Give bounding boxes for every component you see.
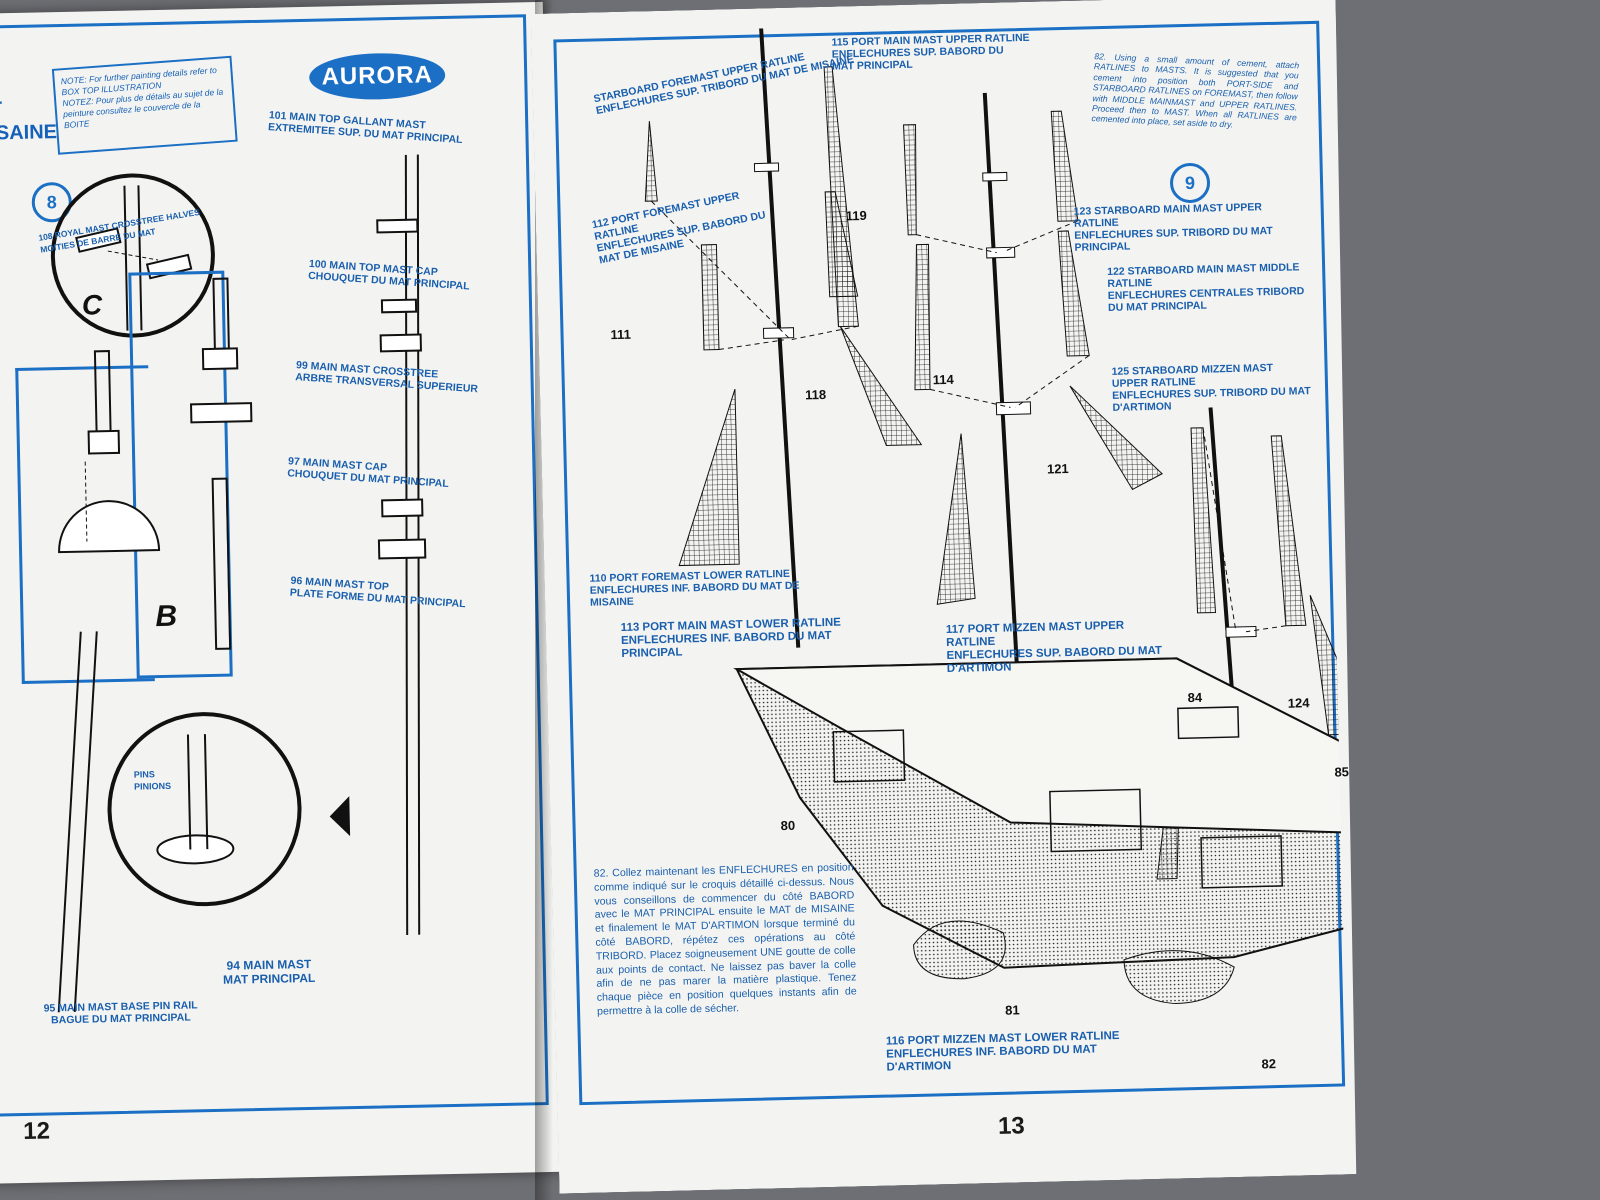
callout-80: 80: [780, 817, 796, 834]
ship-rigging-illustration: [561, 15, 1347, 1093]
callout-118: 118: [804, 386, 827, 403]
callout-119: 119: [845, 207, 867, 224]
callout-111: 111: [610, 326, 632, 343]
callout-81: 81: [1005, 1002, 1020, 1018]
instruction-english: 82. Using a small amount of cement, atta…: [1091, 51, 1300, 130]
callout-114: 114: [932, 371, 954, 388]
mast-parts-illustration: [57, 154, 427, 1013]
instruction-french: 82. Collez maintenant les ENFLECHURES en…: [593, 861, 857, 1018]
page-number-13: 13: [997, 1112, 1026, 1140]
callout-82: 82: [1261, 1056, 1277, 1072]
painting-note: NOTE: For further painting details refer…: [51, 55, 238, 155]
callout-85: 85: [1334, 764, 1350, 780]
right-page: 9: [531, 0, 1365, 1194]
page-number-12: 12: [22, 1117, 51, 1146]
callout-84: 84: [1187, 689, 1203, 706]
callout-124: 124: [1287, 695, 1310, 711]
left-page: AURORA NOTE: For further painting detail…: [0, 1, 568, 1185]
callout-121: 121: [1046, 461, 1069, 477]
section-title: T ISAINE: [0, 98, 58, 145]
crosstree-detail-illustration: [50, 173, 215, 338]
